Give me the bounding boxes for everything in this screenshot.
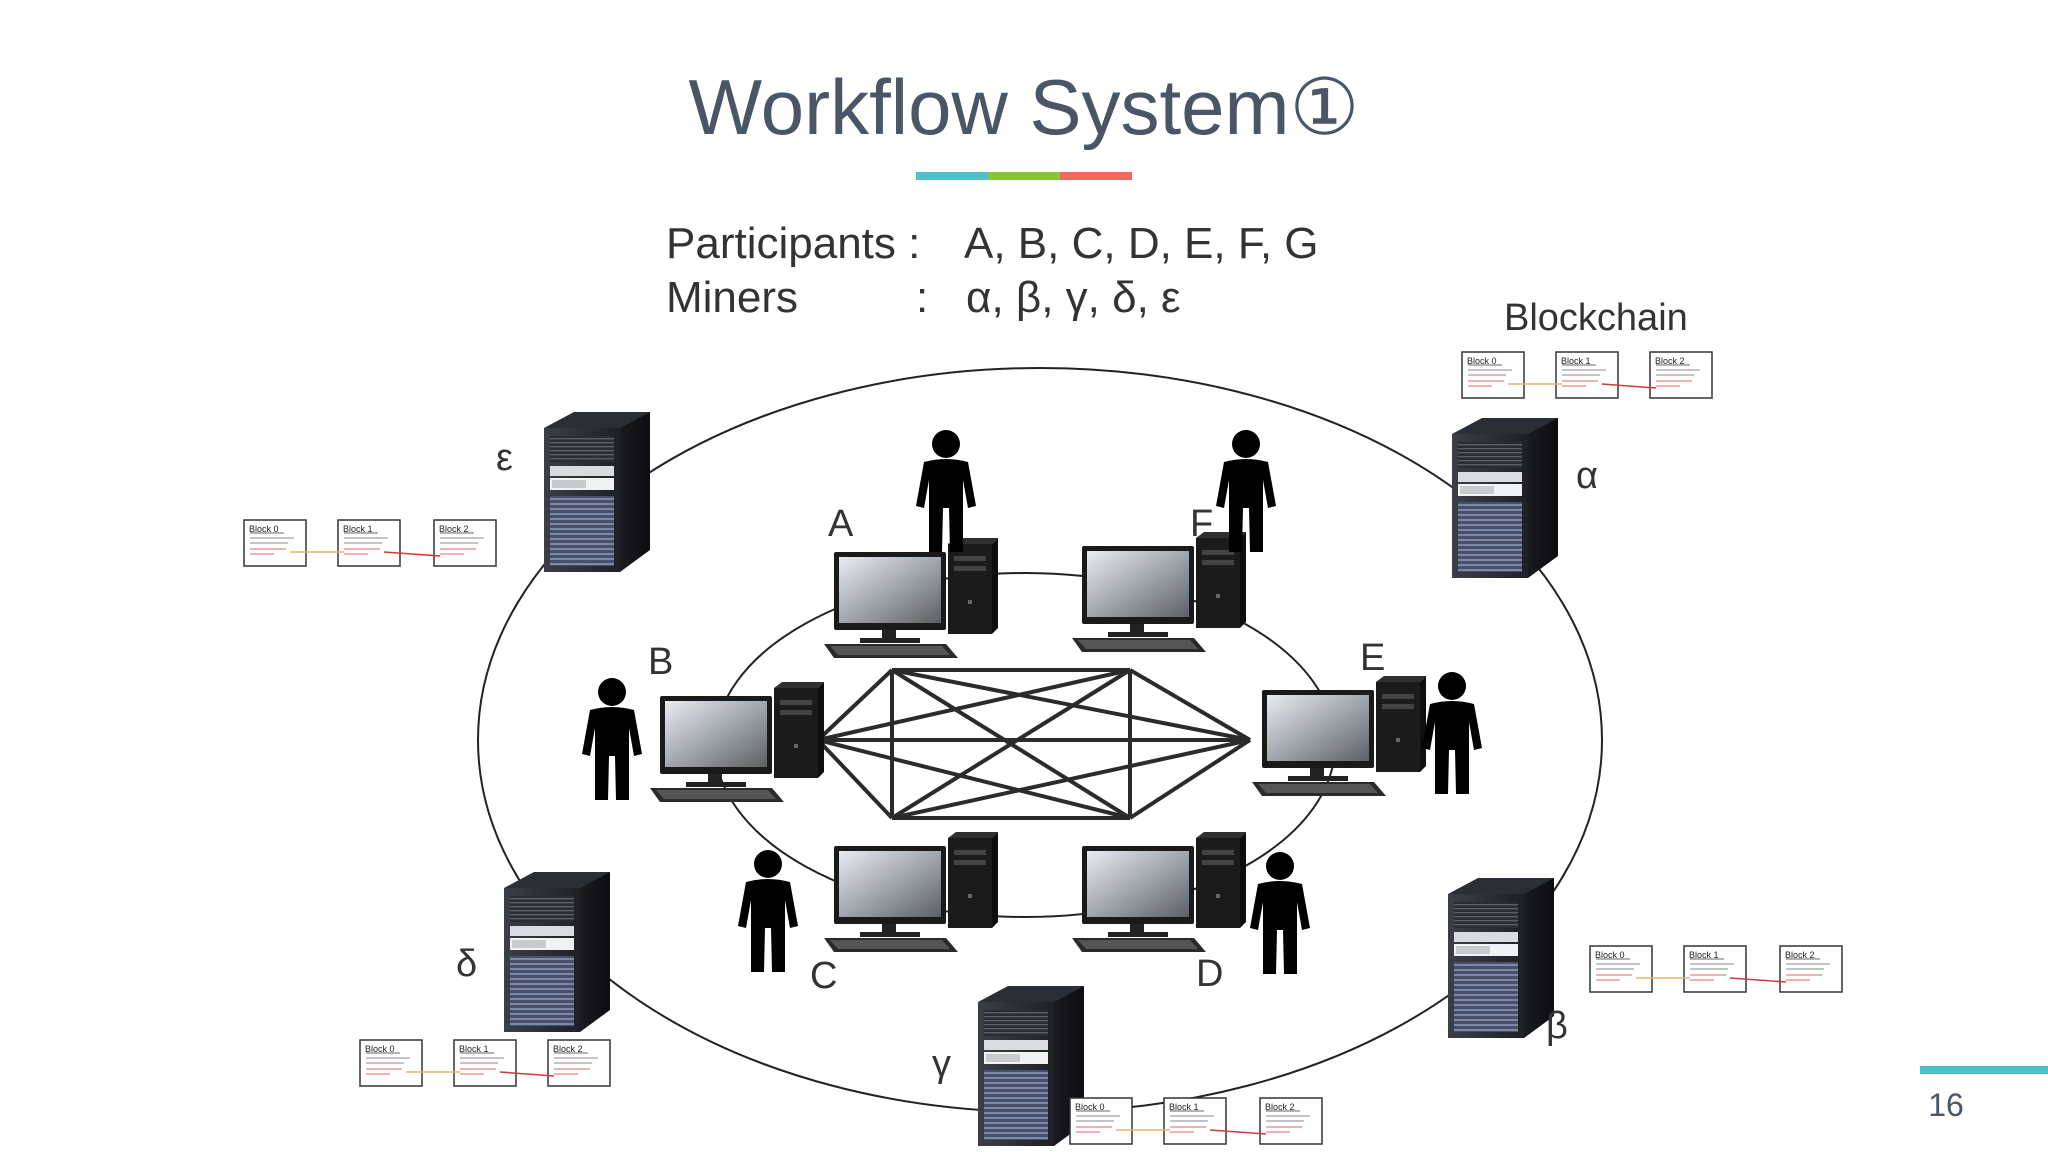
computer-icon-a bbox=[824, 538, 998, 658]
miner-label-gamma: γ bbox=[932, 1043, 951, 1085]
miner-label-alpha: α bbox=[1576, 455, 1598, 497]
miners-value: α, β, γ, δ, ε bbox=[966, 273, 1181, 322]
participant-label-c: C bbox=[810, 955, 837, 997]
title-accent-bar-1 bbox=[916, 172, 988, 180]
block-title: Block 0 bbox=[1595, 950, 1625, 960]
computer-icon-e bbox=[1252, 676, 1426, 796]
block-title: Block 0 bbox=[1075, 1102, 1105, 1112]
server-icon-epsilon bbox=[544, 412, 650, 572]
computer-icon-c bbox=[824, 832, 998, 952]
block-title: Block 0 bbox=[365, 1044, 395, 1054]
server-icon-beta bbox=[1448, 878, 1554, 1038]
blockchain-alpha: Block 0 Block 1 Block 2 bbox=[1461, 351, 1713, 399]
computer-icon-f bbox=[1072, 532, 1246, 652]
blockchain-beta: Block 0 Block 1 Block 2 bbox=[1589, 945, 1843, 993]
block-title: Block 0 bbox=[249, 524, 279, 534]
block-title: Block 2 bbox=[553, 1044, 583, 1054]
block-title: Block 2 bbox=[439, 524, 469, 534]
participant-label-e: E bbox=[1360, 637, 1385, 679]
footer-accent-bar bbox=[1920, 1066, 2048, 1074]
title-accent-bar-2 bbox=[988, 172, 1060, 180]
block-title: Block 1 bbox=[1561, 356, 1591, 366]
participant-label-d: D bbox=[1196, 953, 1223, 995]
page-number: 16 bbox=[1928, 1087, 1964, 1123]
participant-label-a: A bbox=[828, 503, 854, 545]
miners-colon: : bbox=[916, 273, 928, 322]
miner-label-epsilon: ε bbox=[496, 437, 513, 479]
person-icon-b bbox=[582, 678, 642, 800]
participant-label-b: B bbox=[648, 641, 673, 683]
block-title: Block 1 bbox=[1169, 1102, 1199, 1112]
title-accent-bar-3 bbox=[1060, 172, 1132, 180]
miner-label-beta: β bbox=[1546, 1005, 1568, 1047]
miner-label-delta: δ bbox=[456, 943, 477, 985]
block-title: Block 1 bbox=[459, 1044, 489, 1054]
participants-value: A, B, C, D, E, F, G bbox=[964, 219, 1319, 268]
server-icon-gamma bbox=[978, 986, 1084, 1146]
block-title: Block 1 bbox=[1689, 950, 1719, 960]
blockchain-gamma: Block 0 Block 1 Block 2 bbox=[1069, 1097, 1323, 1145]
block-title: Block 0 bbox=[1467, 356, 1497, 366]
participants-label: Participants : bbox=[666, 219, 920, 268]
block-title: Block 2 bbox=[1785, 950, 1815, 960]
person-icon-a bbox=[916, 430, 976, 552]
blockchain-label: Blockchain bbox=[1504, 297, 1688, 339]
server-icon-delta bbox=[504, 872, 610, 1032]
person-icon-d bbox=[1250, 852, 1310, 974]
participant-label-f: F bbox=[1190, 503, 1213, 545]
block-title: Block 2 bbox=[1265, 1102, 1295, 1112]
server-icon-alpha bbox=[1452, 418, 1558, 578]
computer-icon-b bbox=[650, 682, 824, 802]
miners-label: Miners bbox=[666, 273, 798, 322]
person-icon-c bbox=[738, 850, 798, 972]
person-icon-e bbox=[1422, 672, 1482, 794]
slide-title: Workflow System① bbox=[689, 63, 1360, 151]
computer-icon-d bbox=[1072, 832, 1246, 952]
block-title: Block 2 bbox=[1655, 356, 1685, 366]
block-title: Block 1 bbox=[343, 524, 373, 534]
blockchain-epsilon: Block 0 Block 1 Block 2 bbox=[243, 519, 497, 567]
participant-mesh bbox=[816, 668, 1252, 820]
blockchain-delta: Block 0 Block 1 Block 2 bbox=[359, 1039, 611, 1087]
